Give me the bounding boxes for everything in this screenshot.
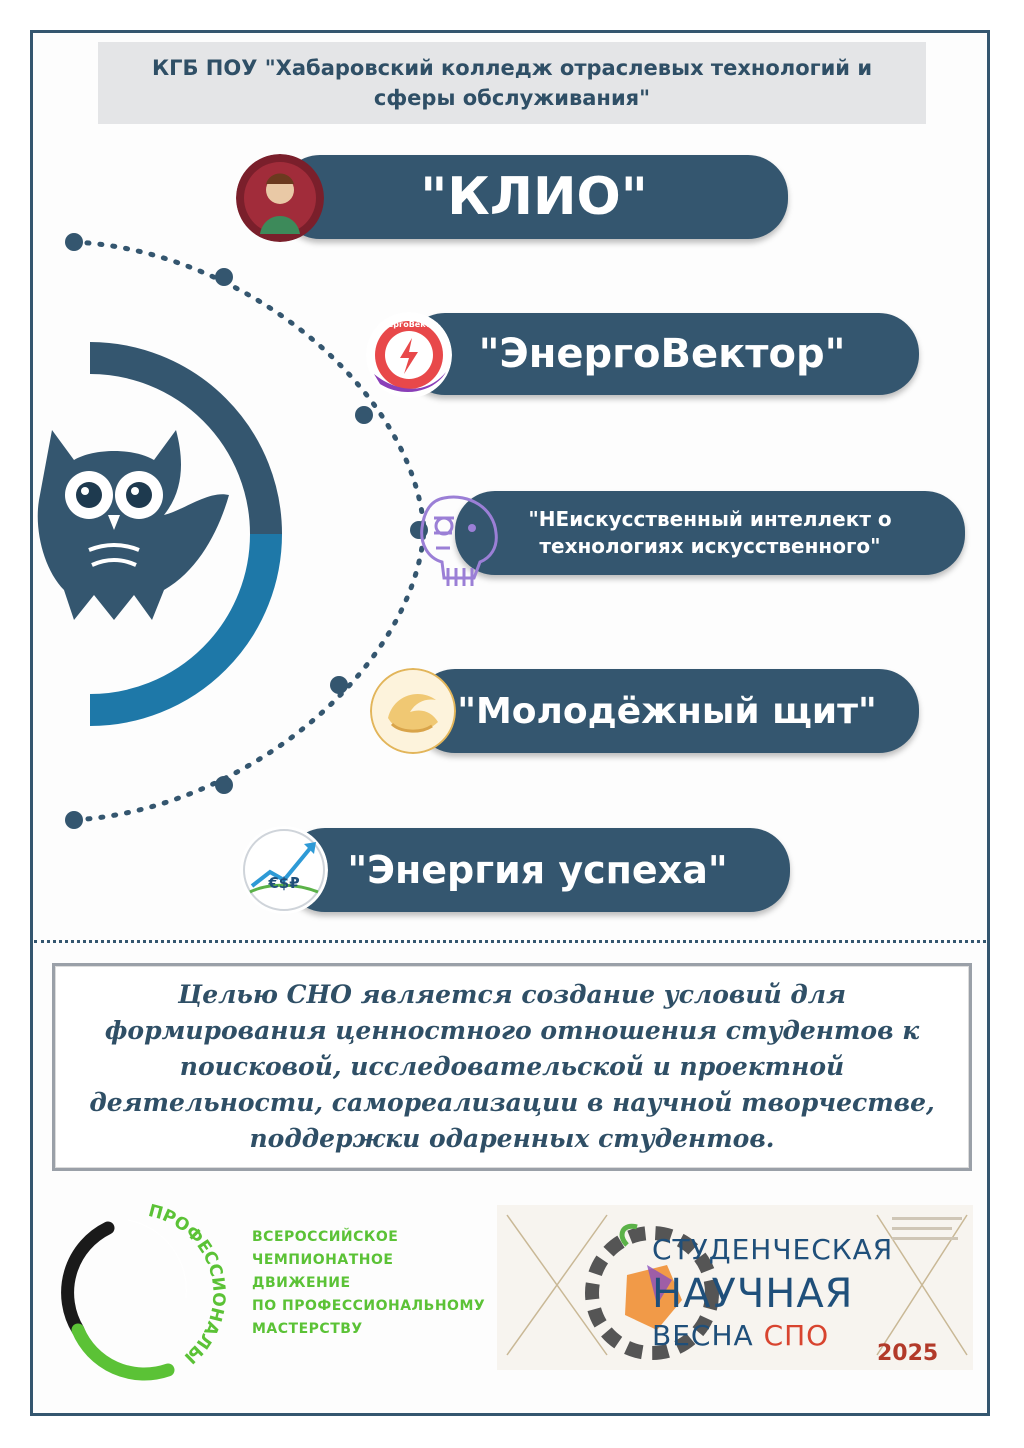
description-line: МАСТЕРСТВУ xyxy=(252,1321,363,1337)
club-label: "Молодёжный щит" xyxy=(457,690,877,732)
professionaly-description: ВСЕРОССИЙСКОЕ ЧЕМПИОНАТНОЕ ДВИЖЕНИЕ ПО П… xyxy=(252,1226,502,1341)
logo-text: ЭнергоВектор xyxy=(376,320,442,329)
energy-success-logo-icon: €$₽ xyxy=(240,826,328,914)
club-pill-clio: "КЛИО" xyxy=(280,155,788,239)
club-label: "ЭнергоВектор" xyxy=(478,331,846,377)
description-line: ПО ПРОФЕССИОНАЛЬНОМУ xyxy=(252,1298,486,1314)
club-pill-molodezhny: "Молодёжный щит" xyxy=(415,669,919,753)
arc-dot xyxy=(215,776,233,794)
energovektor-logo-icon: ЭнергоВектор xyxy=(366,312,452,398)
hands-shield-icon xyxy=(370,668,456,754)
student-science-spring-banner: СТУДЕНЧЕСКАЯ НАУЧНАЯ ВЕСНА СПО 2025 xyxy=(497,1205,973,1370)
sns-year: 2025 xyxy=(877,1341,939,1366)
owl-emblem xyxy=(37,233,428,829)
club-label: "Энергия успеха" xyxy=(347,848,728,892)
sns-line1: СТУДЕНЧЕСКАЯ xyxy=(652,1233,894,1266)
club-label: "НЕискусственный интеллект о технологиях… xyxy=(528,507,892,558)
club-pill-energovektor: "ЭнергоВектор" xyxy=(405,313,919,395)
description-line: ВСЕРОССИЙСКОЕ xyxy=(252,1229,399,1245)
ai-robot-head-icon xyxy=(414,488,504,588)
description-line: ЧЕМПИОНАТНОЕ xyxy=(252,1252,394,1268)
club-pill-energiya-uspeha: "Энергия успеха" xyxy=(285,828,790,912)
college-header: КГБ ПОУ "Хабаровский колледж отраслевых … xyxy=(98,42,926,124)
goal-text: Целью СНО является создание условий для … xyxy=(89,980,935,1153)
logo-text: €$₽ xyxy=(268,874,300,892)
sns-word-vesna: ВЕСНА xyxy=(652,1319,754,1352)
club-pill-ai: "НЕискусственный интеллект о технологиях… xyxy=(455,491,965,575)
arc-dot xyxy=(65,811,83,829)
goal-box: Целью СНО является создание условий для … xyxy=(52,963,972,1171)
arc-dot xyxy=(65,233,83,251)
college-name: КГБ ПОУ "Хабаровский колледж отраслевых … xyxy=(151,56,873,110)
arc-dot xyxy=(355,406,373,424)
arc-dot xyxy=(330,676,348,694)
sns-line3: ВЕСНА СПО xyxy=(652,1319,829,1352)
arc-dot xyxy=(215,268,233,286)
section-divider xyxy=(34,940,986,943)
description-line: ДВИЖЕНИЕ xyxy=(252,1275,351,1291)
sns-line2: НАУЧНАЯ xyxy=(652,1271,854,1317)
professionaly-logo-text: ПРОФЕССИОНАЛЫ xyxy=(146,1201,228,1367)
owl-icon xyxy=(37,430,229,620)
sns-word-spo: СПО xyxy=(763,1319,830,1352)
club-label: "КЛИО" xyxy=(420,167,648,227)
clio-logo-icon xyxy=(236,154,324,242)
professionaly-logo: ПРОФЕССИОНАЛЫ xyxy=(61,1201,229,1381)
